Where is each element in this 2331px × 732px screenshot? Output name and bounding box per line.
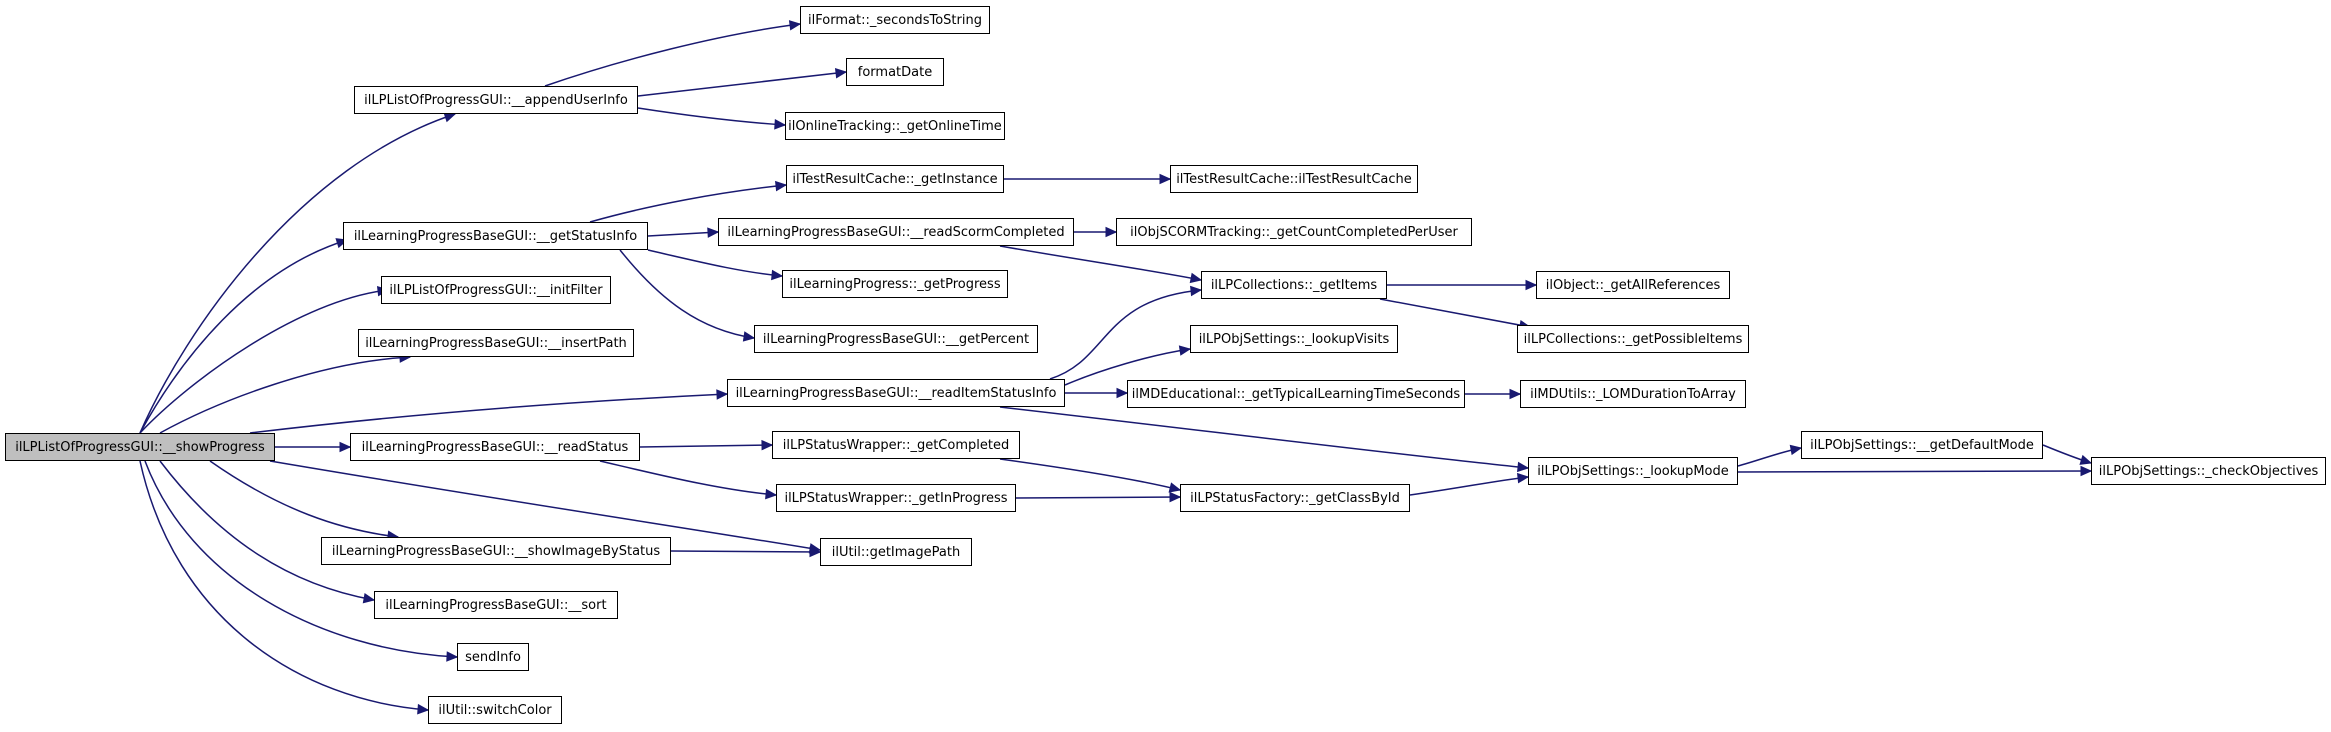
node-lom-duration-to-array[interactable]: ilMDUtils::_LOMDurationToArray [1520,380,1746,408]
edge-arrow-item-status-to-lookup-mode [1517,461,1530,473]
edge-read-scorm-to-coll-items [999,245,1202,281]
node-show-image-by-status[interactable]: ilLearningProgressBaseGUI::__showImageBy… [321,537,671,565]
edge-arrow-coll-items-to-all-refs [1525,279,1538,291]
node-get-image-path[interactable]: ilUtil::getImagePath [820,538,972,566]
edge-arrow-root-to-sort [362,592,376,604]
edge-arrow-show-image-to-get-image-path [809,546,822,558]
edge-status-info-to-get-percent [619,249,755,339]
edge-arrow-read-scorm-to-coll-items [1189,272,1203,284]
node-collections-get-items[interactable]: ilLPCollections::_getItems [1201,271,1387,299]
node-get-progress[interactable]: ilLearningProgress::_getProgress [782,270,1008,298]
edge-arrow-typical-lt-to-lom-duration [1509,388,1522,400]
edge-root-to-insert-path [159,356,411,434]
edge-arrow-root-to-read-status [339,441,352,453]
node-seconds-to-string[interactable]: ilFormat::_secondsToString [800,6,990,34]
edge-append-to-format-date [637,71,847,97]
node-read-item-status-info[interactable]: ilLearningProgressBaseGUI::__readItemSta… [727,379,1065,407]
edge-arrow-lookup-mode-to-default-mode [1789,444,1803,456]
node-get-online-time[interactable]: ilOnlineTracking::_getOnlineTime [785,112,1005,140]
edge-status-info-to-get-progress [647,249,783,277]
node-read-status[interactable]: ilLearningProgressBaseGUI::__readStatus [350,433,640,461]
node-get-all-references[interactable]: ilObject::_getAllReferences [1536,271,1730,299]
node-get-class-by-id[interactable]: ilLPStatusFactory::_getClassById [1180,484,1410,512]
edge-show-image-to-get-image-path [670,550,821,553]
node-append-user-info[interactable]: ilLPListOfProgressGUI::__appendUserInfo [354,86,638,114]
node-sort[interactable]: ilLearningProgressBaseGUI::__sort [374,591,618,619]
edge-root-to-sort [159,460,375,601]
edge-arrow-item-status-to-lookup-visits [1178,345,1192,356]
node-root: ilLPListOfProgressGUI::__showProgress [5,433,275,461]
edge-arrow-status-info-to-trc-instance [775,180,788,192]
edge-root-to-get-status-info [139,239,348,434]
edge-get-completed-to-class-by-id [999,458,1181,491]
edge-arrow-status-info-to-get-percent [742,331,756,342]
edge-arrow-status-info-to-get-progress [771,269,784,281]
edge-arrow-status-info-to-read-scorm [707,227,720,238]
edge-arrow-root-to-read-item-status-info [716,389,729,400]
edge-arrow-trc-instance-to-ctor [1159,173,1172,185]
node-test-result-cache-get-instance[interactable]: ilTestResultCache::_getInstance [786,165,1004,193]
edge-arrow-item-status-to-typical-lt [1116,387,1129,399]
edge-get-in-progress-to-class-by-id [1015,496,1181,499]
edge-arrow-default-mode-to-check-objectives [2079,454,2093,465]
edge-root-to-switch-color [139,460,429,711]
node-get-percent[interactable]: ilLearningProgressBaseGUI::__getPercent [754,325,1038,353]
node-format-date[interactable]: formatDate [846,58,944,86]
edge-item-status-to-coll-items [1049,289,1202,380]
edge-root-to-show-image-by-status [209,460,399,538]
edge-root-to-append-user-info [139,113,456,434]
node-get-default-mode[interactable]: ilLPObjSettings::__getDefaultMode [1801,431,2043,459]
edge-append-to-get-online-time [637,107,786,126]
edge-root-to-init-filter [139,289,389,434]
edge-lookup-mode-to-check-objectives [1737,470,2092,473]
edge-arrow-get-in-progress-to-class-by-id [1169,491,1182,503]
edge-arrow-class-by-id-to-lookup-mode [1516,472,1530,484]
node-get-in-progress[interactable]: ilLPStatusWrapper::_getInProgress [776,484,1016,512]
edge-read-status-to-get-in-progress [599,460,777,496]
node-send-info[interactable]: sendInfo [457,643,529,671]
edge-arrow-get-completed-to-class-by-id [1168,482,1182,493]
node-test-result-cache-ctor[interactable]: ilTestResultCache::ilTestResultCache [1170,165,1418,193]
node-lookup-visits[interactable]: ilLPObjSettings::_lookupVisits [1190,325,1398,353]
edge-arrow-append-to-seconds-to-string [788,20,802,31]
node-get-status-info[interactable]: ilLearningProgressBaseGUI::__getStatusIn… [343,222,648,250]
edge-append-to-seconds-to-string [544,23,801,87]
node-init-filter[interactable]: ilLPListOfProgressGUI::__initFilter [381,276,611,304]
edge-root-to-read-item-status-info [249,393,728,434]
node-check-objectives[interactable]: ilLPObjSettings::_checkObjectives [2091,457,2326,485]
node-get-completed[interactable]: ilLPStatusWrapper::_getCompleted [772,431,1020,459]
edge-coll-items-to-possible-items [1379,298,1531,328]
node-scorm-count-completed[interactable]: ilObjSCORMTracking::_getCountCompletedPe… [1116,218,1472,246]
edge-root-to-send-info [144,460,458,658]
edge-arrow-append-to-format-date [834,67,848,79]
edge-item-status-to-lookup-visits [1064,348,1191,386]
edge-item-status-to-lookup-mode [999,406,1529,469]
node-read-scorm-completed[interactable]: ilLearningProgressBaseGUI::__readScormCo… [718,218,1074,246]
node-insert-path[interactable]: ilLearningProgressBaseGUI::__insertPath [358,329,634,357]
edge-arrow-root-to-send-info [446,651,459,662]
edge-root-to-get-image-path [269,460,821,551]
edge-arrow-read-scorm-to-scorm-count [1105,226,1118,238]
edge-arrow-read-status-to-get-in-progress [765,488,778,500]
node-get-possible-items[interactable]: ilLPCollections::_getPossibleItems [1517,325,1749,353]
edge-read-status-to-get-completed [639,444,773,448]
edge-arrow-root-to-switch-color [417,703,430,715]
edge-arrow-append-to-get-online-time [774,119,787,130]
edge-arrow-read-status-to-get-completed [761,439,774,451]
edge-arrow-item-status-to-coll-items [1190,285,1203,297]
edge-status-info-to-trc-instance [589,184,787,223]
node-typical-learning-time[interactable]: ilMDEducational::_getTypicalLearningTime… [1127,380,1465,408]
edge-status-info-to-read-scorm [647,231,719,237]
edge-arrow-lookup-mode-to-check-objectives [2080,465,2093,477]
node-lookup-mode[interactable]: ilLPObjSettings::_lookupMode [1528,457,1738,485]
node-switch-color[interactable]: ilUtil::switchColor [428,696,562,724]
